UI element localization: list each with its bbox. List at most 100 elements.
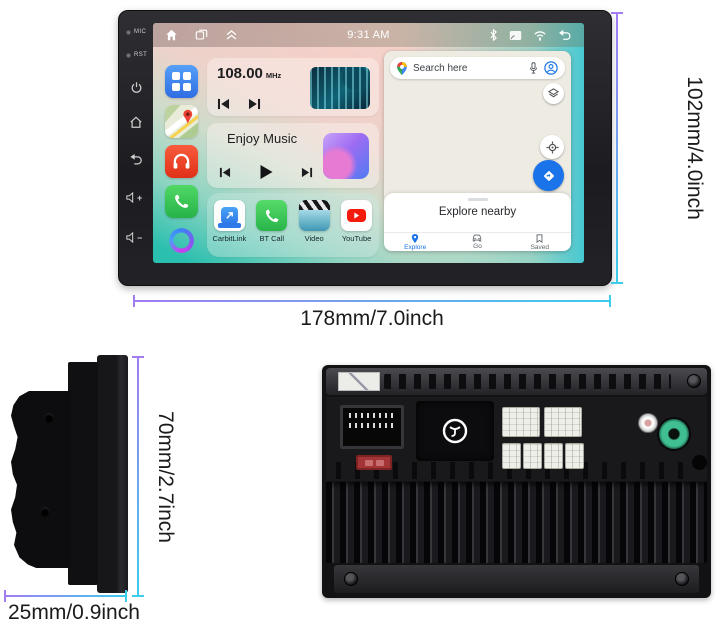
volume-up-icon: + <box>126 192 142 203</box>
dock-app-youtube[interactable]: YouTube <box>337 200 377 243</box>
screw <box>675 572 689 586</box>
skip-previous-button[interactable] <box>219 167 231 178</box>
front-height-label: 102mm/4.0inch <box>683 76 706 220</box>
harness-connector <box>502 443 521 469</box>
youtube-icon <box>341 200 373 231</box>
app-dock: CarbitLink BT Call Video <box>207 193 379 257</box>
wifi-antenna-jack <box>638 413 658 433</box>
front-width-label: 178mm/7.0inch <box>300 307 444 330</box>
skip-next-button[interactable] <box>248 98 261 110</box>
connector-pins <box>349 413 395 418</box>
mic-label: MIC <box>134 29 147 35</box>
bottom-plate <box>334 565 699 593</box>
maps-panel[interactable]: Search here <box>384 51 571 251</box>
tab-explore[interactable]: Explore <box>384 233 446 251</box>
phone-icon[interactable] <box>164 185 198 218</box>
iso-power-connector <box>340 405 404 449</box>
account-avatar-icon[interactable] <box>544 61 558 75</box>
video-icon <box>298 200 330 231</box>
album-artwork <box>323 133 369 179</box>
touchscreen[interactable]: 9:31 AM <box>153 23 584 263</box>
music-widget[interactable]: Enjoy Music <box>207 123 379 188</box>
radio-frequency: 108.00 <box>217 65 263 82</box>
front-height-dimension-line <box>611 12 623 284</box>
side-depth-label: 25mm/0.9inch <box>8 601 140 624</box>
bluetooth-icon <box>489 29 498 41</box>
launcher-home: 108.00 MHz <box>153 47 584 263</box>
harness-connector <box>502 407 540 437</box>
back-view-unit <box>322 365 711 598</box>
google-maps-icon[interactable] <box>164 105 198 138</box>
volume-up-button[interactable]: + <box>119 192 153 203</box>
wifi-icon <box>533 30 547 41</box>
dock-app-video[interactable]: Video <box>294 200 334 243</box>
harness-connector <box>523 443 542 469</box>
cast-icon <box>509 30 522 41</box>
app-grid-icon[interactable] <box>164 65 198 98</box>
side-depth-dimension-line <box>4 590 127 602</box>
back-button[interactable] <box>119 153 153 166</box>
connector-pins <box>349 423 395 428</box>
volume-down-button[interactable]: − <box>119 232 153 243</box>
sheet-title: Explore nearby <box>438 206 517 218</box>
harness-connector <box>544 443 563 469</box>
google-pin-icon <box>397 61 407 75</box>
radio-antenna-jack <box>659 419 689 449</box>
carbitlink-icon <box>213 200 245 231</box>
bottom-sheet[interactable]: Explore nearby <box>384 193 571 233</box>
side-view-screen-slab <box>97 355 128 593</box>
recents-icon[interactable] <box>195 29 208 41</box>
search-placeholder: Search here <box>413 62 468 74</box>
voice-assistant-ring[interactable] <box>168 228 194 253</box>
mic-dot <box>126 29 131 35</box>
front-view-unit: MIC RST <box>118 10 612 286</box>
home-icon <box>126 116 146 129</box>
clock: 9:31 AM <box>347 29 390 41</box>
radio-widget[interactable]: 108.00 MHz <box>207 58 379 116</box>
volume-down-icon: − <box>126 232 142 243</box>
screw <box>344 572 358 586</box>
skip-next-button[interactable] <box>301 167 313 178</box>
tab-saved[interactable]: Saved <box>509 233 571 251</box>
dock-app-btcall[interactable]: BT Call <box>252 200 292 243</box>
tab-go[interactable]: Go <box>446 233 508 251</box>
home-button[interactable] <box>119 116 153 129</box>
side-view-chassis-slab <box>68 362 98 585</box>
bt-call-icon <box>256 200 288 231</box>
fuse-holder <box>356 455 392 470</box>
maps-bottom-nav: Explore Go Saved <box>384 232 571 251</box>
sheet-drag-handle[interactable] <box>467 198 488 201</box>
logo-recess <box>416 401 494 461</box>
top-rail <box>326 368 707 395</box>
side-view-mounting-bracket <box>11 391 71 568</box>
vent-slots <box>384 374 671 389</box>
harness-connector <box>544 407 582 437</box>
chevron-up-icon[interactable] <box>225 29 238 41</box>
cable-hole <box>692 455 707 470</box>
bracket-hole <box>40 507 50 517</box>
white-sticker-label <box>338 372 380 391</box>
status-bar: 9:31 AM <box>153 23 584 47</box>
play-button[interactable] <box>258 164 274 180</box>
back-arrow-icon[interactable] <box>558 29 572 41</box>
brand-logo <box>442 418 468 444</box>
rst-label: RST <box>134 52 148 58</box>
dock-app-carbitlink[interactable]: CarbitLink <box>209 200 249 243</box>
directions-fab[interactable] <box>533 160 564 191</box>
layers-button[interactable] <box>543 83 564 104</box>
mic-hole: MIC <box>119 29 153 35</box>
home-icon[interactable] <box>165 29 178 41</box>
connector-panel <box>326 397 707 481</box>
mic-icon[interactable] <box>529 62 538 74</box>
back-icon <box>126 153 146 166</box>
harness-connector <box>565 443 584 469</box>
skip-previous-button[interactable] <box>217 98 230 110</box>
my-location-button[interactable] <box>540 135 564 159</box>
music-headphones-icon[interactable] <box>164 145 198 178</box>
power-icon <box>126 81 146 94</box>
power-button[interactable] <box>119 81 153 94</box>
side-height-label: 70mm/2.7inch <box>154 411 177 543</box>
maps-search-bar[interactable]: Search here <box>390 57 565 79</box>
vent-slots <box>336 462 697 479</box>
